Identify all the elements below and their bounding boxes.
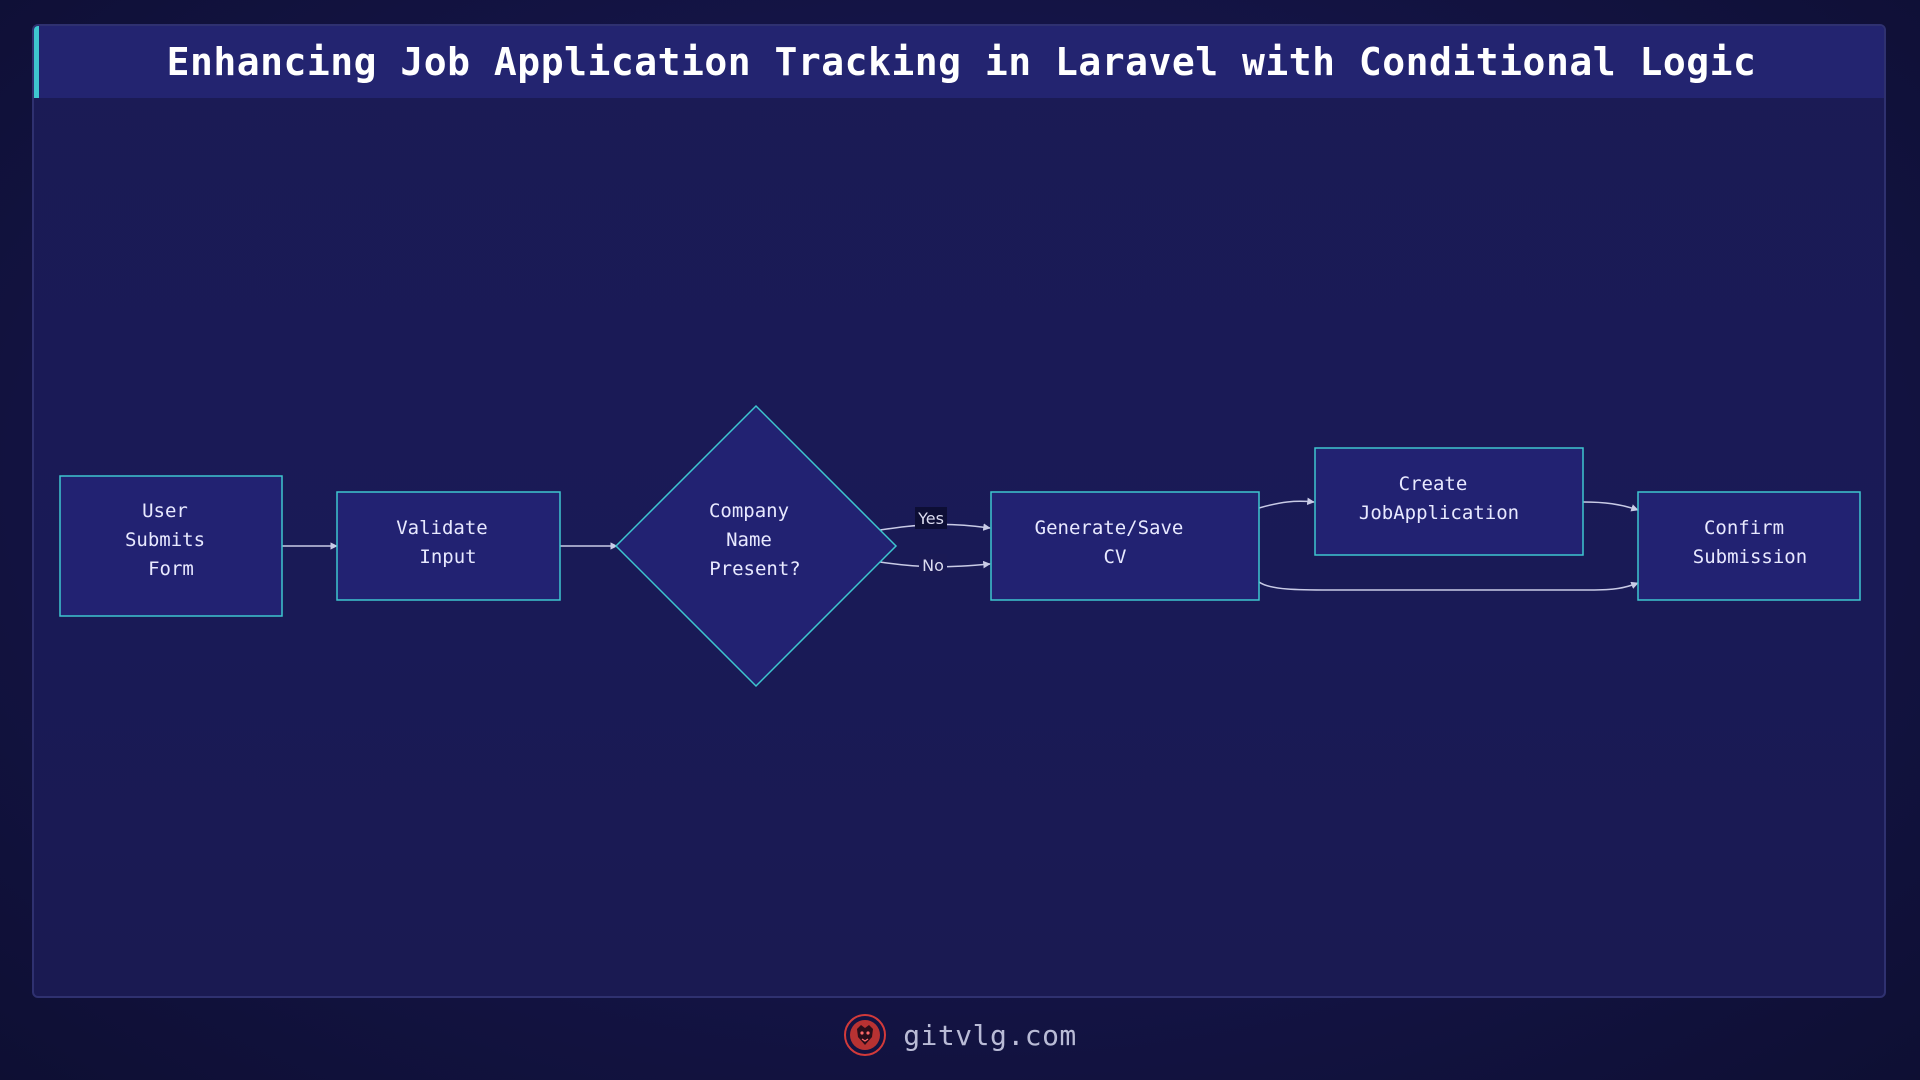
- node-generate-save-cv-line-1: Generate/Save: [1035, 517, 1184, 539]
- node-company-name-present-line-2: Name: [726, 529, 772, 551]
- edge-label-yes-text: Yes: [917, 509, 944, 528]
- node-user-submits-form-line-3: Form: [148, 558, 194, 580]
- edge-label-no: No: [919, 554, 947, 576]
- edge-label-yes: Yes: [915, 507, 947, 529]
- page-title: Enhancing Job Application Tracking in La…: [166, 40, 1757, 84]
- footer: gitvlg.com: [0, 1010, 1920, 1060]
- node-create-job-application-line-1: Create: [1399, 473, 1468, 495]
- title-bar: Enhancing Job Application Tracking in La…: [34, 26, 1884, 98]
- node-user-submits-form: User Submits Form: [59, 475, 283, 617]
- node-company-name-present: Company Name Present?: [614, 404, 898, 688]
- node-user-submits-form-line-2: Submits: [125, 529, 205, 551]
- node-company-name-present-line-1: Company: [709, 500, 789, 522]
- lion-logo-icon: [844, 1014, 887, 1056]
- footer-site-link[interactable]: gitvlg.com: [903, 1018, 1077, 1052]
- edge-generate-to-create: [1258, 497, 1315, 509]
- node-validate-input: Validate Input: [336, 491, 561, 601]
- node-company-name-present-line-3: Present?: [709, 558, 801, 580]
- node-generate-save-cv: Generate/Save CV: [990, 491, 1260, 601]
- node-create-job-application: Create JobApplication: [1314, 447, 1584, 556]
- node-validate-input-line-2: Input: [419, 546, 476, 568]
- edge-generate-to-confirm: [1258, 581, 1639, 591]
- node-user-submits-form-line-1: User: [142, 500, 188, 522]
- edge-label-no-text: No: [922, 556, 944, 575]
- node-confirm-submission: Confirm Submission: [1637, 491, 1861, 601]
- node-confirm-submission-line-1: Confirm: [1704, 517, 1784, 539]
- node-confirm-submission-line-2: Submission: [1693, 546, 1807, 568]
- node-generate-save-cv-line-2: CV: [1104, 546, 1127, 568]
- node-validate-input-line-1: Validate: [396, 517, 488, 539]
- node-create-job-application-line-2: JobApplication: [1359, 502, 1519, 524]
- edge-create-to-confirm: [1582, 501, 1639, 512]
